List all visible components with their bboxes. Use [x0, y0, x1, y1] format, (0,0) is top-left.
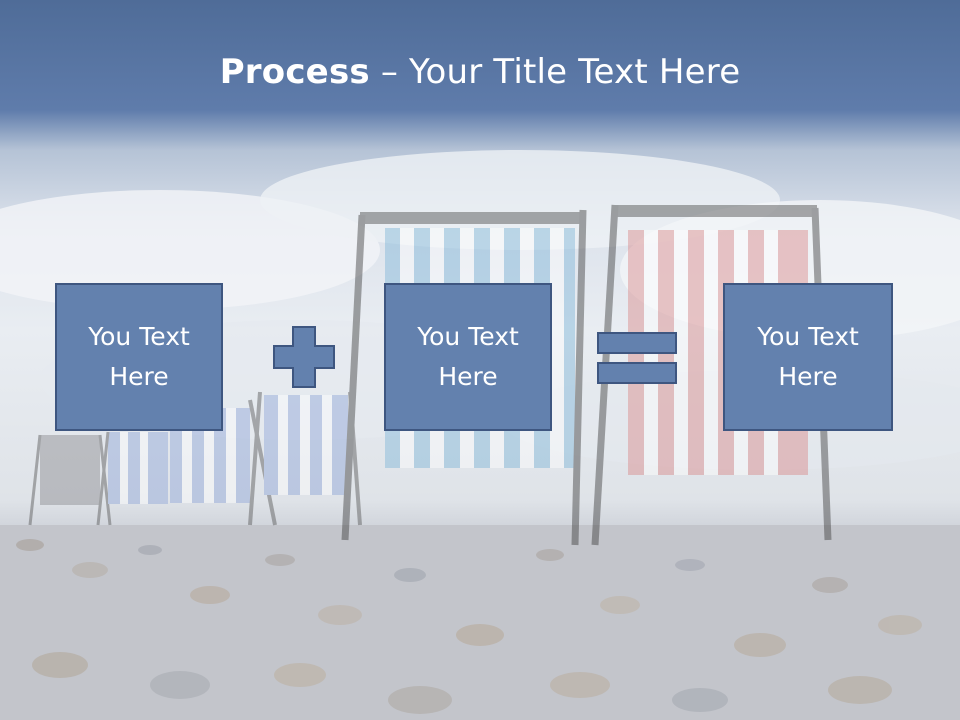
process-box-3[interactable]: You Text Here [723, 283, 893, 431]
process-box-3-text: You Text Here [757, 322, 859, 391]
plus-icon [273, 326, 335, 388]
process-box-2[interactable]: You Text Here [384, 283, 552, 431]
small-deck-chair [248, 391, 362, 526]
title-rest-text: – Your Title Text Here [369, 52, 741, 92]
small-deck-chair [28, 434, 112, 526]
slide-title: Process – Your Title Text Here [0, 52, 960, 92]
pebble-beach-background [0, 525, 960, 720]
process-box-1[interactable]: You Text Here [55, 283, 223, 431]
title-bold-text: Process [219, 52, 370, 92]
process-box-2-text: You Text Here [417, 322, 519, 391]
process-box-1-text: You Text Here [88, 322, 190, 391]
equals-icon [597, 332, 677, 384]
small-deck-chair [96, 431, 168, 526]
